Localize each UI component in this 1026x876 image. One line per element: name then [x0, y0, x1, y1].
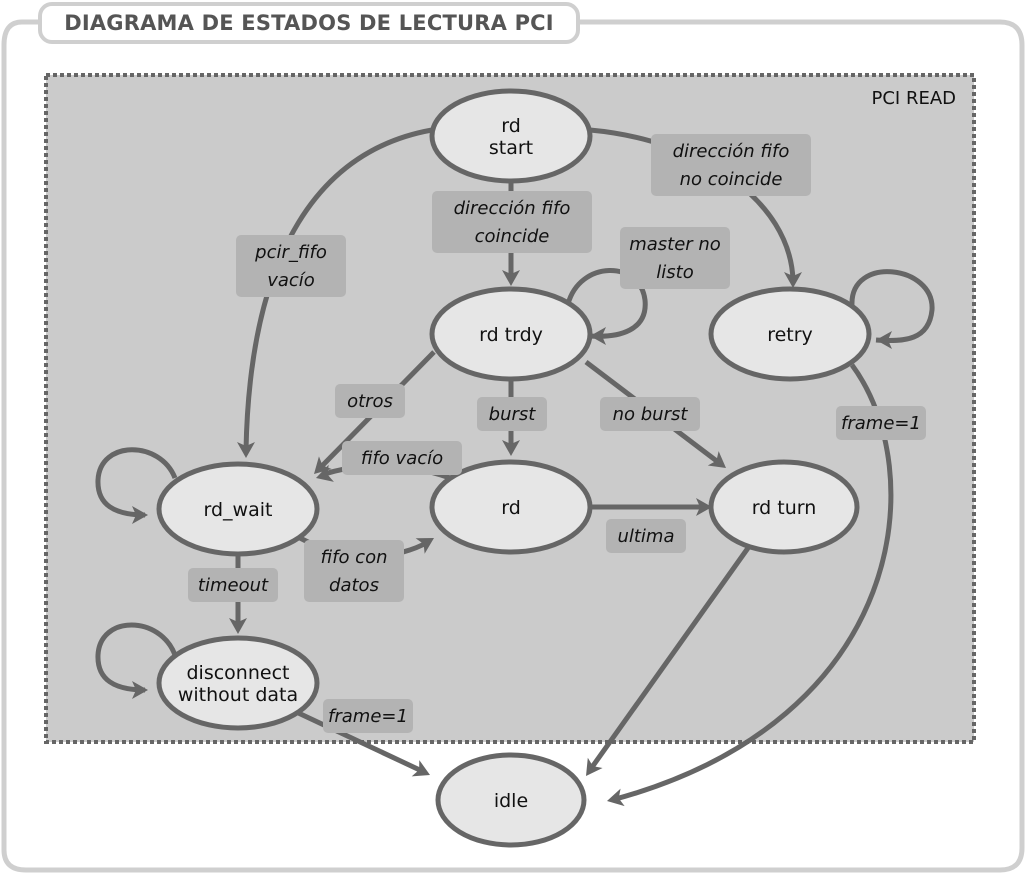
transition-label-text: coincide — [475, 226, 550, 247]
transition-label-text: no coincide — [680, 169, 783, 190]
state-node — [429, 286, 593, 382]
state-node — [156, 635, 320, 731]
label-background — [606, 519, 686, 553]
transition-label: ultima — [606, 519, 686, 553]
state-node — [435, 752, 587, 848]
label-background — [335, 384, 405, 418]
state-label: rd_wait — [204, 499, 273, 521]
arrowhead-icon — [132, 681, 148, 699]
label-background — [432, 191, 592, 253]
transition-disconnect-to-idle — [290, 707, 426, 775]
transition-label-text: frame=1 — [328, 706, 408, 727]
transition-label: otros — [335, 384, 405, 418]
transition-label-text: dirección fifo — [454, 198, 571, 219]
arrowhead-icon — [237, 442, 255, 458]
transition-rd_start-to-rd_wait — [243, 127, 433, 451]
label-background — [188, 568, 278, 602]
state-rd-turn: rd turn — [708, 459, 860, 555]
transition-label-text: master no — [629, 234, 721, 255]
transition-rd_wait-to-rd_wait — [95, 447, 178, 518]
label-background — [836, 406, 926, 440]
transition-label: frame=1 — [836, 406, 926, 440]
state-rd-wait: rd_wait — [156, 461, 320, 557]
arrowhead-icon — [502, 270, 520, 286]
arrowhead-icon — [316, 464, 334, 482]
state-label: retry — [767, 324, 813, 346]
state-node — [429, 459, 593, 555]
state-node — [708, 286, 872, 382]
transition-label-text: burst — [489, 404, 537, 425]
label-background — [651, 134, 811, 196]
state-label: idle — [494, 790, 528, 812]
transition-label-text: no burst — [613, 404, 689, 425]
transition-label-text: timeout — [198, 575, 269, 596]
arrowhead-icon — [132, 506, 148, 524]
transition-label: dirección fifo coincide — [432, 191, 592, 253]
label-background — [342, 441, 462, 475]
arrowhead-icon — [415, 538, 434, 554]
transition-label-text: fifo vacío — [361, 448, 443, 469]
state-label: start — [489, 137, 533, 159]
transition-label-text: otros — [347, 391, 393, 412]
label-background — [323, 699, 413, 733]
arrowhead-icon — [590, 327, 606, 345]
transition-rd_turn-to-idle — [587, 546, 751, 772]
outer-frame — [1, 19, 1025, 873]
state-label: rd trdy — [479, 324, 543, 346]
transition-label-text: listo — [656, 262, 693, 283]
transition-label: dirección fifo no coincide — [651, 134, 811, 196]
state-node — [156, 461, 320, 557]
transition-label-text: dirección fifo — [673, 141, 790, 162]
arrowhead-icon — [696, 498, 712, 516]
transition-label-text: vacío — [267, 270, 315, 291]
label-background — [304, 540, 404, 602]
arrowhead-icon — [784, 272, 802, 288]
label-background — [477, 397, 547, 431]
transition-label-text: pcir_fifo — [254, 242, 327, 263]
transition-label: timeout — [188, 568, 278, 602]
state-rd: rd — [429, 459, 593, 555]
state-node — [708, 459, 860, 555]
label-background — [620, 227, 730, 289]
transition-label-text: ultima — [617, 526, 674, 547]
label-background — [236, 235, 346, 297]
arrowhead-icon — [502, 440, 520, 456]
state-label: rd — [501, 497, 521, 519]
state-label: rd turn — [752, 497, 817, 519]
arrowhead-icon — [229, 618, 247, 634]
transition-label: master no listo — [620, 227, 730, 289]
diagram-title: DIAGRAMA DE ESTADOS DE LECTURA PCI — [64, 11, 554, 35]
arrowhead-icon — [411, 760, 430, 777]
arrowhead-icon — [876, 331, 892, 349]
region-label: PCI READ — [871, 88, 956, 109]
state-rd-trdy: rd trdy — [429, 286, 593, 382]
transition-label: fifo vacío — [342, 441, 462, 475]
transition-label: no burst — [600, 397, 700, 431]
state-idle: idle — [435, 752, 587, 848]
state-label: without data — [178, 684, 298, 706]
arrowhead-icon — [707, 451, 726, 468]
transition-rd_trdy-to-rd_trdy — [565, 268, 648, 339]
state-label: rd — [501, 115, 521, 137]
state-node — [429, 88, 593, 184]
transition-disconnect-to-disconnect — [95, 622, 178, 693]
transition-label: frame=1 — [323, 699, 413, 733]
state-retry: retry — [708, 286, 872, 382]
transition-label-text: fifo con — [320, 547, 387, 568]
state-label: disconnect — [187, 662, 290, 684]
transition-label-text: frame=1 — [841, 413, 921, 434]
transition-retry-to-retry — [849, 269, 935, 344]
arrowhead-icon — [586, 757, 603, 776]
label-background — [600, 397, 700, 431]
transition-label: burst — [477, 397, 547, 431]
transition-label-text: datos — [329, 575, 379, 596]
transition-label: fifo con datos — [304, 540, 404, 602]
transition-label: pcir_fifo vacío — [236, 235, 346, 297]
arrowhead-icon — [607, 788, 625, 807]
title-tab — [38, 2, 580, 44]
